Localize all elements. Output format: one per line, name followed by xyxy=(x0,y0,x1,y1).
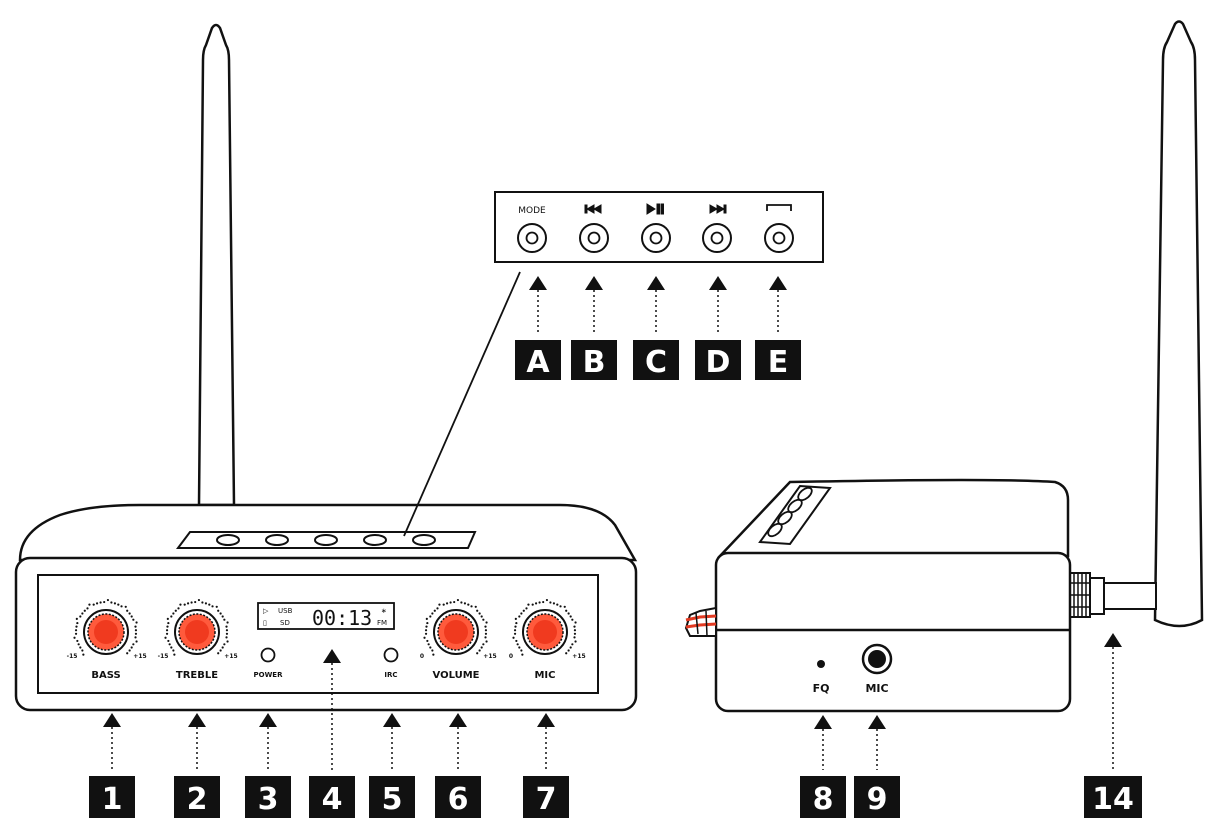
pointer-arrows xyxy=(103,276,1122,770)
knob-min-mark: -15 xyxy=(158,653,169,660)
panel-button-3 xyxy=(641,203,671,253)
mode-label: MODE xyxy=(518,206,546,216)
display-bt: ∗ xyxy=(381,607,387,615)
svg-text:B: B xyxy=(583,345,606,380)
callout-6: 6 xyxy=(435,776,481,818)
callout-2: 2 xyxy=(174,776,220,818)
svg-text:▷: ▷ xyxy=(263,607,269,615)
power-indicator: POWER xyxy=(254,647,284,679)
knob-max-mark: +15 xyxy=(572,653,585,660)
pointer-arrow xyxy=(537,713,555,770)
pointer-arrow xyxy=(529,276,547,332)
knob-label: TREBLE xyxy=(176,670,218,681)
pointer-arrow xyxy=(868,715,886,770)
bracket-icon xyxy=(766,204,792,211)
callout-7: 7 xyxy=(523,776,569,818)
pointer-arrow xyxy=(188,713,206,770)
button-panel-zoom: MODE xyxy=(403,191,824,537)
play-pause-icon xyxy=(646,203,664,215)
svg-text:E: E xyxy=(768,345,789,380)
pointer-arrow xyxy=(1104,633,1122,770)
knob-label: VOLUME xyxy=(433,670,480,681)
callout-a: A xyxy=(515,340,561,380)
pointer-arrow xyxy=(323,649,341,770)
pointer-arrow xyxy=(709,276,727,332)
svg-text:5: 5 xyxy=(382,782,403,817)
svg-text:3: 3 xyxy=(258,782,279,817)
side-mic-label: MIC xyxy=(865,682,888,695)
knob-min-mark: 0 xyxy=(509,653,513,660)
side-unit: FQ MIC xyxy=(684,20,1204,713)
knob-min-mark: 0 xyxy=(420,653,424,660)
callout-1: 1 xyxy=(89,776,135,818)
svg-text:4: 4 xyxy=(322,782,343,817)
display-usb: USB xyxy=(278,607,293,615)
knob-min-mark: -15 xyxy=(67,653,78,660)
callout-9: 9 xyxy=(854,776,900,818)
pointer-arrow xyxy=(449,713,467,770)
pointer-arrow xyxy=(383,713,401,770)
svg-text:9: 9 xyxy=(867,782,888,817)
knob-max-mark: +15 xyxy=(133,653,146,660)
cable xyxy=(684,606,717,637)
display-fm: FM xyxy=(377,619,387,627)
ir-indicator: IRC xyxy=(383,647,399,679)
ir-label: IRC xyxy=(384,671,397,679)
panel-button-4 xyxy=(702,204,732,253)
front-antenna xyxy=(197,23,236,507)
fq-label: FQ xyxy=(813,682,830,695)
pointer-arrow xyxy=(647,276,665,332)
knob-max-mark: +15 xyxy=(224,653,237,660)
svg-text:6: 6 xyxy=(448,782,469,817)
knob-label: BASS xyxy=(91,670,120,681)
top-buttons xyxy=(216,534,436,546)
svg-text:C: C xyxy=(645,345,667,380)
knob-label: MIC xyxy=(534,670,555,681)
callout-14: 14 xyxy=(1084,776,1142,818)
knob-max-mark: +15 xyxy=(483,653,496,660)
callout-5: 5 xyxy=(369,776,415,818)
next-track-icon xyxy=(709,204,727,214)
callout-c: C xyxy=(633,340,679,380)
svg-text:1: 1 xyxy=(102,782,123,817)
power-label: POWER xyxy=(254,671,284,679)
pointer-arrow xyxy=(814,715,832,770)
svg-text:A: A xyxy=(526,345,550,380)
panel-button-5 xyxy=(764,204,794,253)
panel-buttons: MODE xyxy=(517,203,794,253)
display-sd: SD xyxy=(280,619,290,627)
callout-e: E xyxy=(755,340,801,380)
svg-text:7: 7 xyxy=(536,782,557,817)
panel-button-2 xyxy=(579,204,609,253)
svg-text:2: 2 xyxy=(187,782,208,817)
svg-text:14: 14 xyxy=(1092,782,1134,817)
pointer-arrow xyxy=(259,713,277,770)
mic-jack xyxy=(861,643,893,675)
pointer-arrow xyxy=(103,713,121,770)
front-unit xyxy=(14,503,638,712)
display-time: 00:13 xyxy=(312,606,372,630)
svg-text:8: 8 xyxy=(813,782,834,817)
previous-track-icon xyxy=(584,204,602,214)
lcd-display: ▷ USB ▯ SD 00:13 ∗ FM xyxy=(257,602,395,630)
panel-button-1: MODE xyxy=(517,206,547,253)
callout-d: D xyxy=(695,340,741,380)
fq-hole xyxy=(817,660,825,668)
callout-3: 3 xyxy=(245,776,291,818)
callout-b: B xyxy=(571,340,617,380)
svg-text:D: D xyxy=(706,345,731,380)
pointer-arrow xyxy=(585,276,603,332)
svg-text:▯: ▯ xyxy=(263,619,267,627)
callout-4: 4 xyxy=(309,776,355,818)
callout-8: 8 xyxy=(800,776,846,818)
pointer-arrow xyxy=(769,276,787,332)
